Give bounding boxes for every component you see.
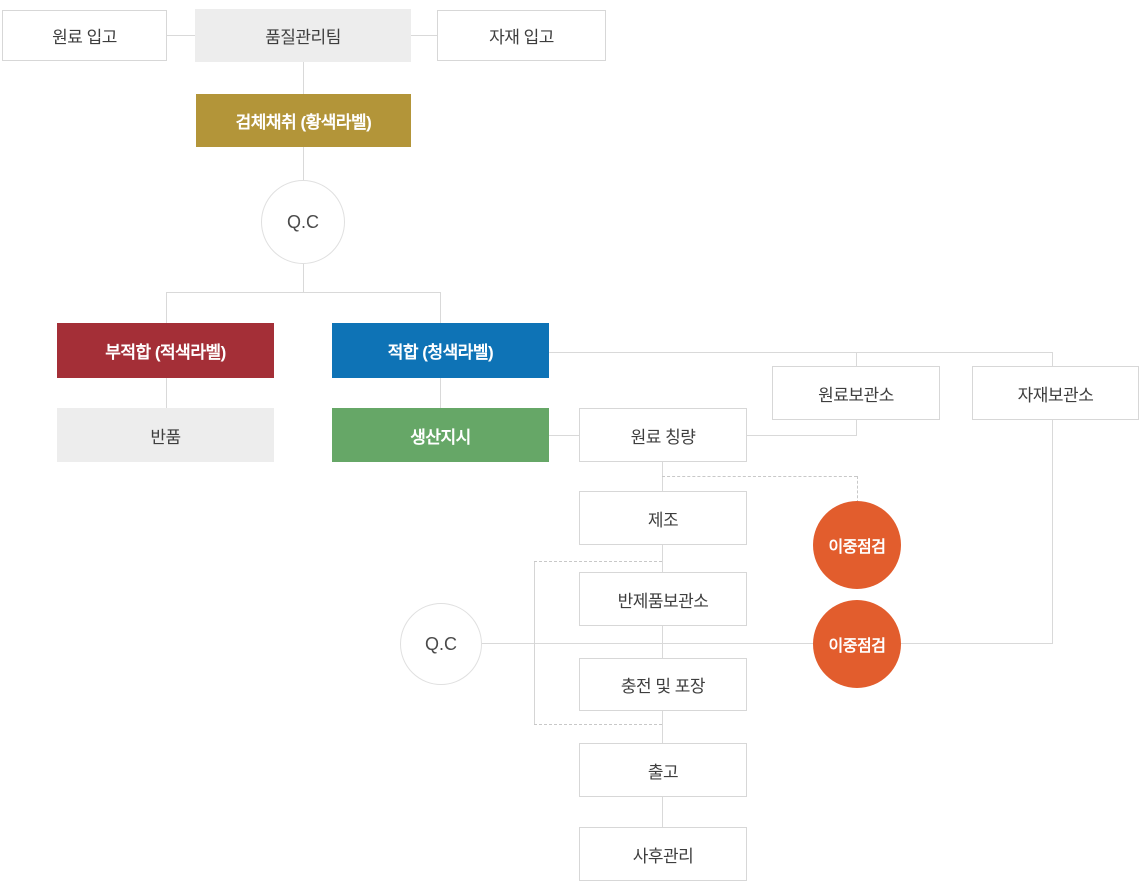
connector-sampling-qc1	[303, 147, 304, 180]
connector-pass-production	[440, 378, 441, 408]
node-label: 생산지시	[410, 427, 471, 447]
node-reject-red-label: 부적합 (적색라벨)	[57, 323, 274, 378]
connector-manufacturing-semistorage	[662, 545, 663, 572]
node-filling-and-packaging: 충전 및 포장	[579, 658, 747, 711]
connector-drop-materialstorage	[1052, 352, 1053, 366]
connector-reject-return	[166, 378, 167, 408]
node-label: 이중점검	[828, 638, 886, 655]
connector-rawin-qcteam	[167, 35, 195, 36]
node-label: 자재보관소	[1017, 385, 1094, 405]
connector-branch-horizontal	[166, 292, 441, 293]
node-label: 원료 칭량	[630, 427, 696, 447]
connector-drop-rawstorage	[856, 352, 857, 366]
node-label: 이중점검	[828, 539, 886, 556]
node-semi-product-storage: 반제품보관소	[579, 572, 747, 626]
connector-branch-reject	[166, 292, 167, 323]
node-double-check-1: 이중점검	[813, 501, 901, 589]
connector-rawstorage-weighing	[747, 435, 857, 436]
node-label: 제조	[647, 510, 679, 530]
node-label: 원료 입고	[52, 28, 117, 47]
node-label: 검체채취 (황색라벨)	[235, 113, 372, 132]
dashed-bypass-bottom	[534, 724, 662, 725]
node-post-management: 사후관리	[579, 827, 747, 881]
node-raw-material-weighing: 원료 칭량	[579, 408, 747, 462]
node-raw-material-inbound: 원료 입고	[2, 10, 167, 61]
node-label: Q.C	[424, 633, 457, 654]
node-label: 부적합 (적색라벨)	[105, 343, 226, 362]
node-production-order: 생산지시	[332, 408, 549, 462]
connector-rawstorage-down	[856, 420, 857, 436]
connector-qc2-horizontal	[482, 643, 1052, 644]
dashed-bypass-top	[534, 561, 662, 562]
node-raw-material-storage: 원료보관소	[772, 366, 940, 420]
connector-bypass-vertical	[534, 561, 535, 725]
node-double-check-2: 이중점검	[813, 600, 901, 688]
connector-qcteam-materialin	[411, 35, 437, 36]
node-label: 출고	[647, 762, 679, 782]
connector-production-weighing	[549, 435, 579, 436]
connector-qcteam-sampling	[303, 62, 304, 94]
connector-pass-storages	[549, 352, 1052, 353]
connector-branch-pass	[440, 292, 441, 323]
connector-shipping-post	[662, 797, 663, 827]
dashed-drop-doublecheck1	[857, 476, 858, 503]
node-label: 원료보관소	[818, 385, 894, 405]
node-material-inbound: 자재 입고	[437, 10, 606, 61]
node-label: Q.C	[286, 211, 319, 232]
node-manufacturing: 제조	[579, 491, 747, 545]
node-quality-control-team: 품질관리팀	[195, 9, 411, 62]
connector-filling-shipping	[662, 711, 663, 743]
node-qc-circle-2: Q.C	[400, 603, 482, 685]
node-label: 반품	[150, 427, 181, 447]
node-label: 적합 (청색라벨)	[387, 343, 494, 362]
connector-semistorage-filling	[662, 626, 663, 658]
dashed-weighing-doublecheck1	[662, 476, 857, 477]
node-label: 자재 입고	[489, 28, 554, 47]
node-shipping: 출고	[579, 743, 747, 797]
connector-qc1-branch	[303, 264, 304, 292]
node-label: 사후관리	[632, 846, 694, 866]
node-pass-blue-label: 적합 (청색라벨)	[332, 323, 549, 378]
node-label: 반제품보관소	[617, 591, 709, 611]
node-material-storage: 자재보관소	[972, 366, 1139, 420]
node-sampling-yellow-label: 검체채취 (황색라벨)	[196, 94, 411, 147]
node-label: 충전 및 포장	[620, 677, 706, 696]
node-return: 반품	[57, 408, 274, 462]
node-qc-circle-1: Q.C	[261, 180, 345, 264]
connector-materialstorage-down	[1052, 420, 1053, 644]
node-label: 품질관리팀	[265, 28, 341, 47]
